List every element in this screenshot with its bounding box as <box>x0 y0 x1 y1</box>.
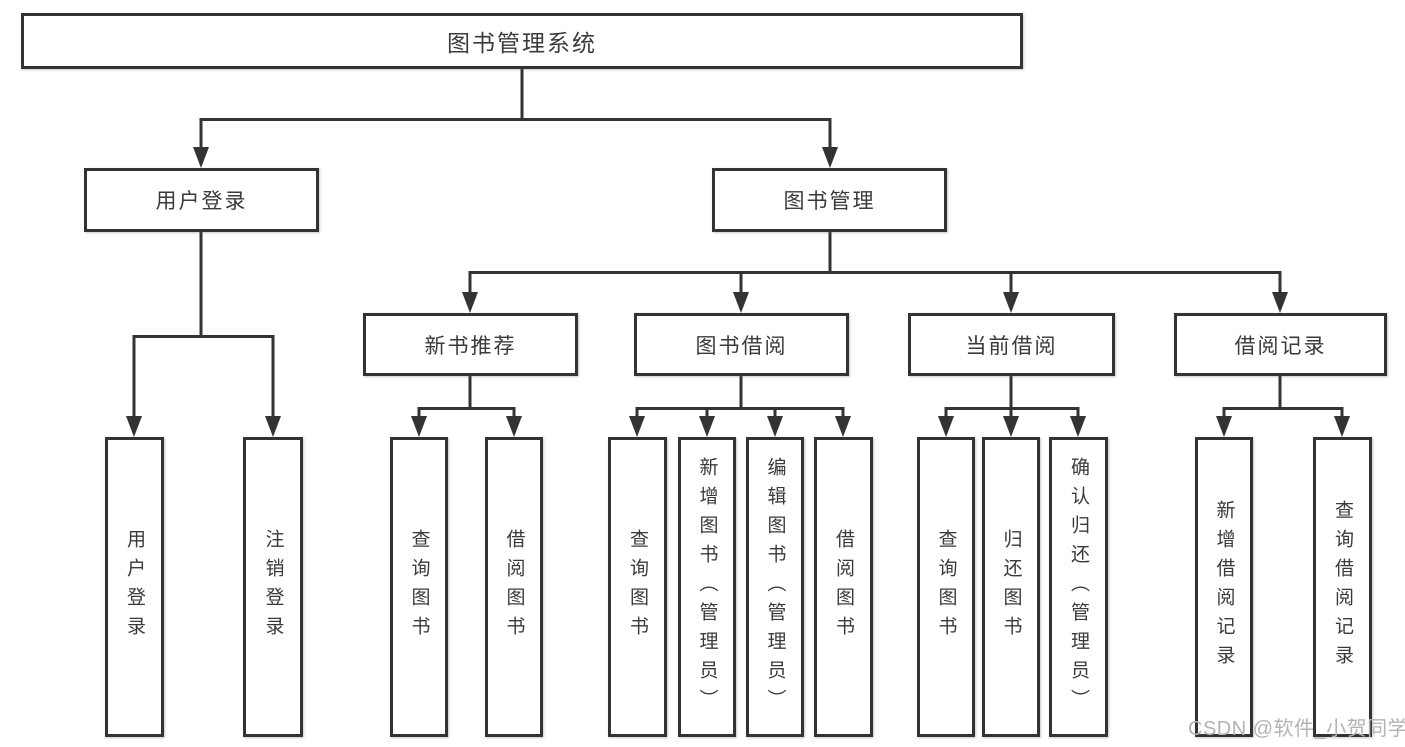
arrow-down-icon <box>1272 292 1288 313</box>
leaf-logout: 注销登录 <box>243 437 303 737</box>
arrow-down-icon <box>411 416 427 437</box>
connector-book-management <box>468 232 1282 294</box>
arrow-down-icon <box>193 147 209 168</box>
leaf-cb-confirm-return-admin-label: 确认归还（管理员） <box>1068 456 1089 718</box>
leaf-cb-return-books-label: 归还图书 <box>1000 529 1022 645</box>
leaf-cb-query-books: 查询图书 <box>917 437 975 737</box>
arrow-down-icon <box>699 416 715 437</box>
leaf-bb-query-books-label: 查询图书 <box>627 529 648 645</box>
leaf-bb-borrow-books-label: 借阅图书 <box>833 529 854 645</box>
leaf-nb-query-books: 查询图书 <box>390 437 448 737</box>
watermark: CSDN @软件_小贺同学 <box>1188 718 1405 740</box>
leaf-bb-add-books-admin: 新增图书（管理员） <box>678 437 736 737</box>
node-current-borrow: 当前借阅 <box>908 313 1115 376</box>
leaf-nb-borrow-books: 借阅图书 <box>485 437 543 737</box>
leaf-nb-query-books-label: 查询图书 <box>408 529 430 645</box>
leaf-cb-confirm-return-admin: 确认归还（管理员） <box>1049 437 1108 737</box>
leaf-user-login-label: 用户登录 <box>124 529 145 645</box>
leaf-br-query-record-label: 查询借阅记录 <box>1332 500 1353 674</box>
node-root-label: 图书管理系统 <box>447 30 597 56</box>
node-book-management: 图书管理 <box>712 168 947 232</box>
arrow-down-icon <box>462 292 478 313</box>
node-user-login-label: 用户登录 <box>155 190 248 213</box>
leaf-br-query-record: 查询借阅记录 <box>1313 437 1372 737</box>
connector-user-login <box>132 232 275 417</box>
connector-book-borrow <box>635 376 845 418</box>
arrow-down-icon <box>265 416 281 437</box>
node-user-login: 用户登录 <box>84 168 319 232</box>
node-root: 图书管理系统 <box>21 13 1023 69</box>
leaf-bb-edit-books-admin-label: 编辑图书（管理员） <box>764 456 786 718</box>
arrow-down-icon <box>506 416 522 437</box>
leaf-nb-borrow-books-label: 借阅图书 <box>503 529 525 645</box>
arrow-down-icon <box>1216 416 1232 437</box>
arrow-down-icon <box>733 292 749 313</box>
connector-current-borrow <box>944 376 1080 418</box>
connector-root <box>199 69 832 150</box>
node-book-borrow-label: 图书借阅 <box>695 334 788 358</box>
node-new-book-recommend-label: 新书推荐 <box>424 334 517 358</box>
node-current-borrow-label: 当前借阅 <box>965 334 1058 358</box>
node-book-management-label: 图书管理 <box>783 190 876 213</box>
arrow-down-icon <box>1003 292 1019 313</box>
node-book-borrow: 图书借阅 <box>634 313 849 376</box>
leaf-cb-query-books-label: 查询图书 <box>935 529 957 645</box>
leaf-bb-borrow-books: 借阅图书 <box>814 437 873 737</box>
node-borrow-records: 借阅记录 <box>1174 313 1387 376</box>
connector-borrow-records <box>1222 376 1344 418</box>
leaf-bb-query-books: 查询图书 <box>608 437 667 737</box>
leaf-bb-add-books-admin-label: 新增图书（管理员） <box>696 456 718 718</box>
arrow-down-icon <box>822 147 838 168</box>
arrow-down-icon <box>835 416 851 437</box>
arrow-down-icon <box>1070 416 1086 437</box>
connector-new-book-recommend <box>417 376 516 418</box>
leaf-br-add-record-label: 新增借阅记录 <box>1213 500 1235 674</box>
leaf-logout-label: 注销登录 <box>262 529 284 645</box>
leaf-user-login: 用户登录 <box>105 437 164 737</box>
arrow-down-icon <box>126 416 142 437</box>
leaf-cb-return-books: 归还图书 <box>982 437 1040 737</box>
leaf-br-add-record: 新增借阅记录 <box>1195 437 1253 737</box>
node-borrow-records-label: 借阅记录 <box>1234 334 1327 358</box>
arrow-down-icon <box>1003 416 1019 437</box>
arrow-down-icon <box>938 416 954 437</box>
arrow-down-icon <box>629 416 645 437</box>
arrow-down-icon <box>767 416 783 437</box>
arrow-down-icon <box>1334 416 1350 437</box>
node-new-book-recommend: 新书推荐 <box>363 313 578 376</box>
leaf-bb-edit-books-admin: 编辑图书（管理员） <box>746 437 804 737</box>
